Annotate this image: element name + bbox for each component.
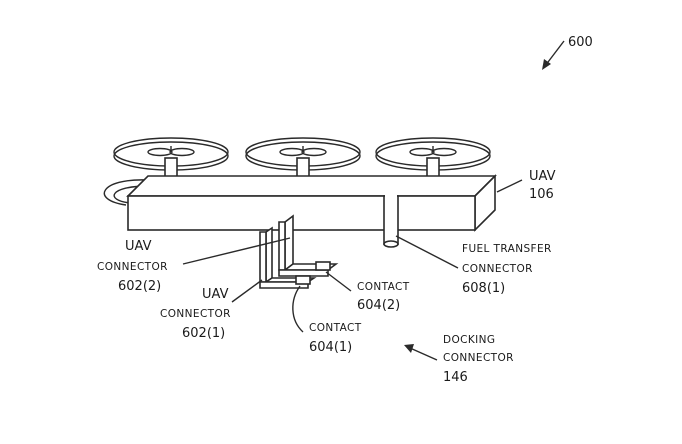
label-contact-1-line2: 604(1)	[309, 340, 352, 355]
leader-contact-1	[292, 285, 304, 333]
label-docking-line1: DOCKING	[443, 334, 495, 346]
rotor-2	[245, 137, 361, 181]
label-docking-line3: 146	[443, 370, 468, 385]
leader-fuel-transfer-connector	[395, 235, 459, 269]
docking-connector-arrowhead	[404, 344, 414, 353]
label-fuel-line2: CONNECTOR	[462, 263, 533, 275]
leader-uav-connector-2	[182, 237, 291, 265]
uav-connector-1	[259, 226, 317, 289]
label-uav-connector-1-line2: CONNECTOR	[160, 308, 231, 320]
label-contact-2-line2: 604(2)	[357, 298, 400, 313]
leader-uav-connector-1	[231, 279, 263, 303]
label-fuel-line1: FUEL TRANSFER	[462, 243, 552, 255]
label-fuel-line3: 608(1)	[462, 281, 505, 296]
label-uav-connector-1-line3: 602(1)	[182, 326, 225, 341]
label-contact-2-line1: CONTACT	[357, 281, 410, 293]
contact-1	[295, 275, 311, 285]
rotor-1	[113, 137, 229, 181]
docking-connector-arrow-line	[409, 347, 438, 361]
fuel-transfer-connector	[383, 193, 399, 248]
label-uav-connector-2-line1: UAV	[125, 239, 152, 254]
leader-contact-2	[325, 271, 352, 292]
figure-ref-arrow-line	[544, 40, 565, 67]
label-uav-line1: UAV	[529, 169, 556, 184]
uav-body	[126, 174, 497, 232]
label-uav-line2: 106	[529, 187, 554, 202]
label-uav-connector-2-line2: CONNECTOR	[97, 261, 168, 273]
leader-uav	[496, 179, 523, 193]
figure-ref-label: 600	[568, 35, 593, 50]
rotor-3	[375, 137, 491, 181]
contact-2	[315, 261, 331, 271]
label-contact-1-line1: CONTACT	[309, 322, 362, 334]
uav-tail	[103, 179, 149, 206]
label-uav-connector-1-line1: UAV	[202, 287, 229, 302]
label-uav-connector-2-line3: 602(2)	[118, 279, 161, 294]
figure-ref-arrowhead	[542, 59, 551, 70]
label-docking-line2: CONNECTOR	[443, 352, 514, 364]
